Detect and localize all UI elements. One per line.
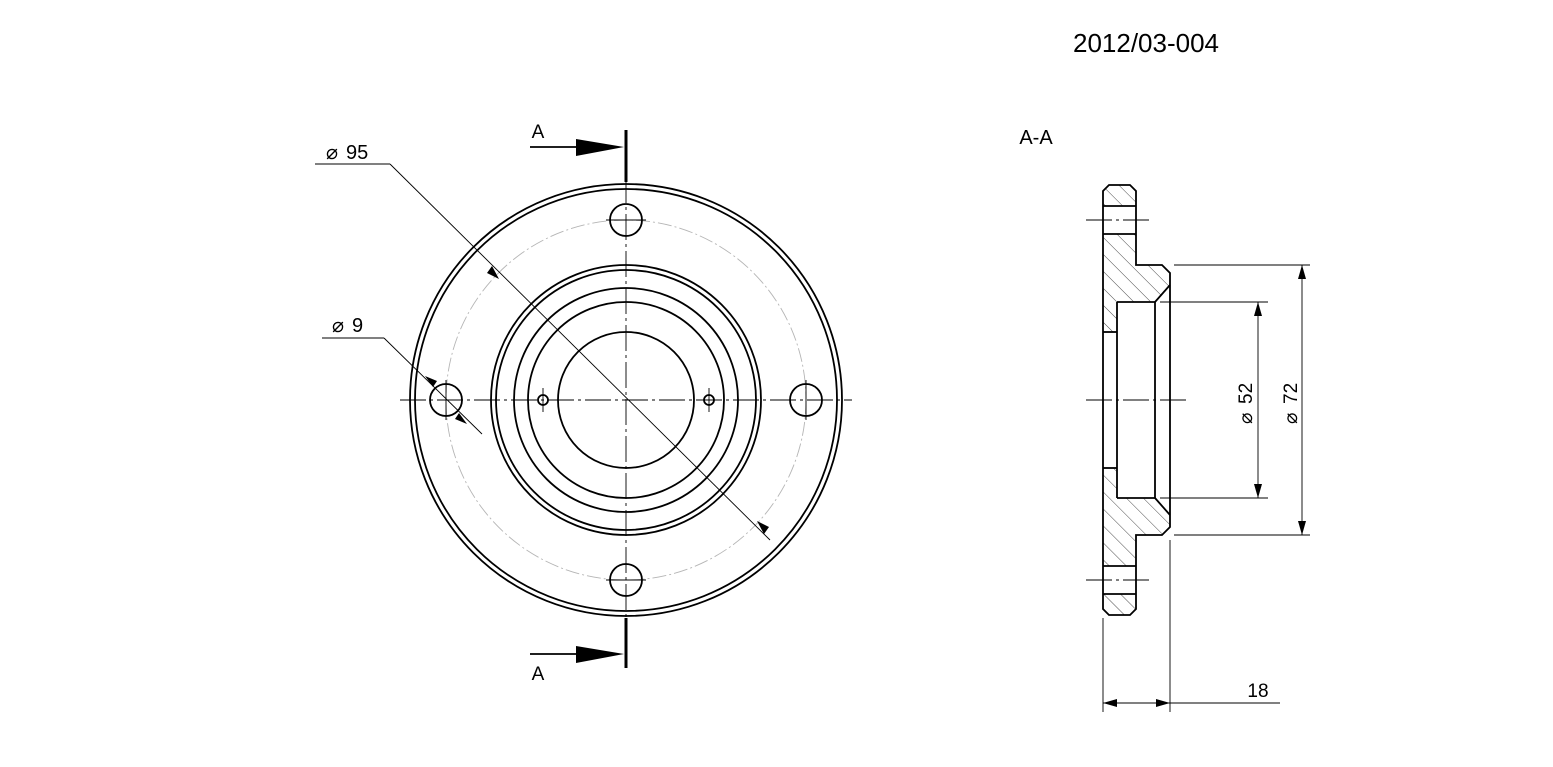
section-arrow-top-head (576, 139, 624, 156)
dim-9-value: 9 (352, 315, 363, 337)
front-view: A A ⌀ 95 ⌀ 9 (315, 122, 852, 685)
dim-95-label: ⌀ 95 (326, 142, 368, 164)
dim-52-symbol: ⌀ (1236, 413, 1257, 424)
dim-95-value: 95 (346, 142, 368, 164)
dim-18-arrow-right (1156, 699, 1170, 707)
section-outline (1102, 184, 1171, 616)
dim-9-label: ⌀ 9 (332, 315, 363, 337)
bore-chamfer-top (1154, 284, 1171, 303)
section-mark-bottom: A (532, 664, 545, 685)
dim-18-arrow-left (1103, 699, 1117, 707)
dim-95-line (389, 163, 771, 541)
dim-52-value: 52 (1236, 383, 1257, 404)
dim-9-symbol: ⌀ (332, 315, 344, 337)
dim-72-arrow-top (1298, 265, 1306, 279)
bore-chamfer-bottom (1154, 497, 1171, 516)
drawing-number: 2012/03-004 (1073, 28, 1219, 58)
dim-52-label: ⌀ 52 (1236, 383, 1257, 424)
section-title: A-A (1019, 127, 1053, 149)
dim-95-symbol: ⌀ (326, 142, 338, 164)
section-hatching (1103, 185, 1170, 615)
section-arrow-bottom-head (576, 646, 624, 663)
dim-72-arrow-bottom (1298, 521, 1306, 535)
dim-72-label: ⌀ 72 (1281, 383, 1302, 424)
dim-52-arrow-top (1254, 302, 1262, 316)
dim-52-arrow-bottom (1254, 484, 1262, 498)
section-mark-top: A (532, 122, 545, 143)
dim-9-arrow-start (425, 376, 437, 387)
dim-9-arrow-end (455, 413, 467, 424)
dim-72-symbol: ⌀ (1281, 413, 1302, 424)
dim-72-value: 72 (1281, 383, 1302, 404)
dim-18-label: 18 (1247, 681, 1268, 702)
section-view: A-A (1019, 127, 1310, 712)
dim-95-arrow-start (487, 266, 499, 279)
dim-95-arrow-end (757, 521, 769, 534)
